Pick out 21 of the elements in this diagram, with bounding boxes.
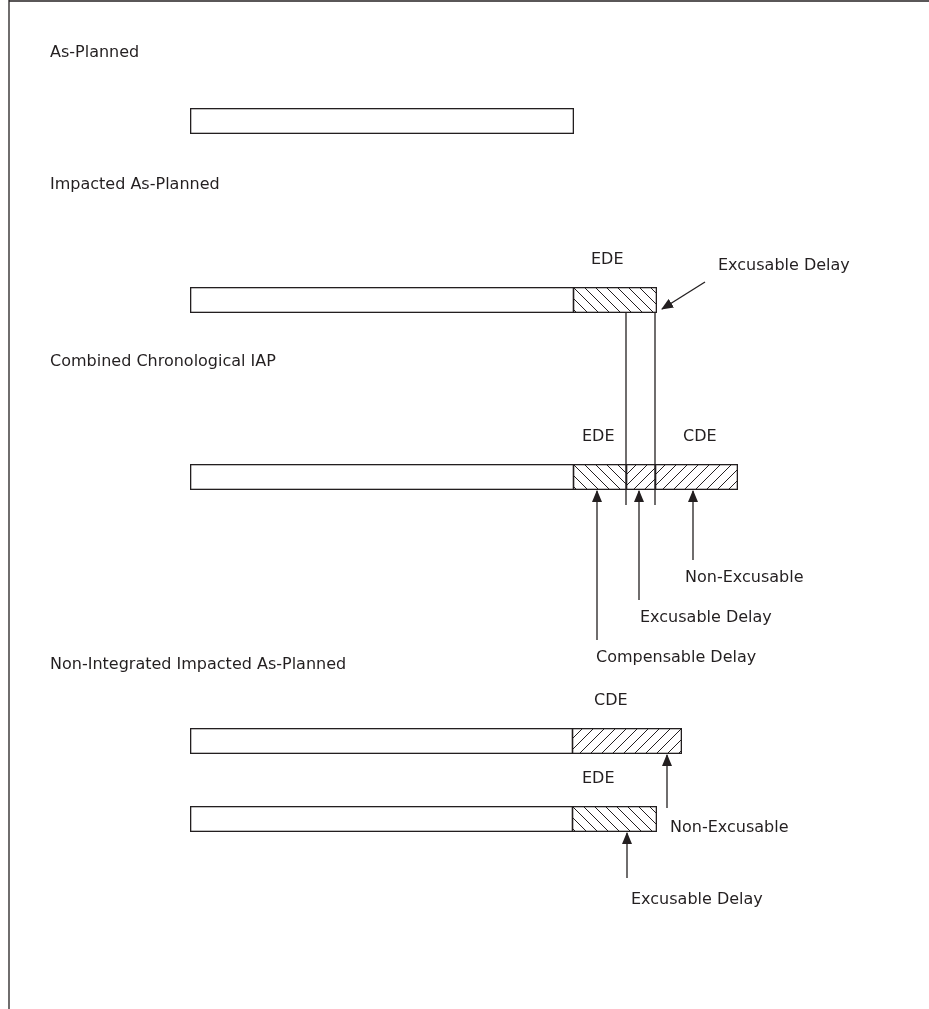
callout-text: Non-Excusable	[685, 567, 804, 587]
arrow	[622, 832, 632, 879]
arrow	[634, 490, 644, 601]
segment-label: CDE	[594, 690, 628, 710]
section-heading: Non-Integrated Impacted As-Planned	[50, 654, 347, 674]
arrow	[662, 754, 672, 809]
section-heading: Impacted As-Planned	[50, 174, 220, 194]
section-heading: As-Planned	[50, 42, 140, 62]
arrow	[688, 490, 698, 561]
callout-text: Excusable Delay	[631, 889, 763, 909]
segment-label: EDE	[582, 426, 615, 446]
callout-text: Excusable Delay	[640, 607, 772, 627]
callout-text: Excusable Delay	[718, 255, 850, 275]
segment-label: EDE	[582, 768, 615, 788]
callout-text: Compensable Delay	[596, 647, 757, 667]
segment-label: EDE	[591, 249, 624, 269]
callout-text: Non-Excusable	[670, 817, 789, 837]
segment-label: CDE	[683, 426, 717, 446]
arrow	[661, 281, 706, 310]
arrow	[592, 490, 602, 641]
section-heading: Combined Chronological IAP	[50, 351, 276, 371]
